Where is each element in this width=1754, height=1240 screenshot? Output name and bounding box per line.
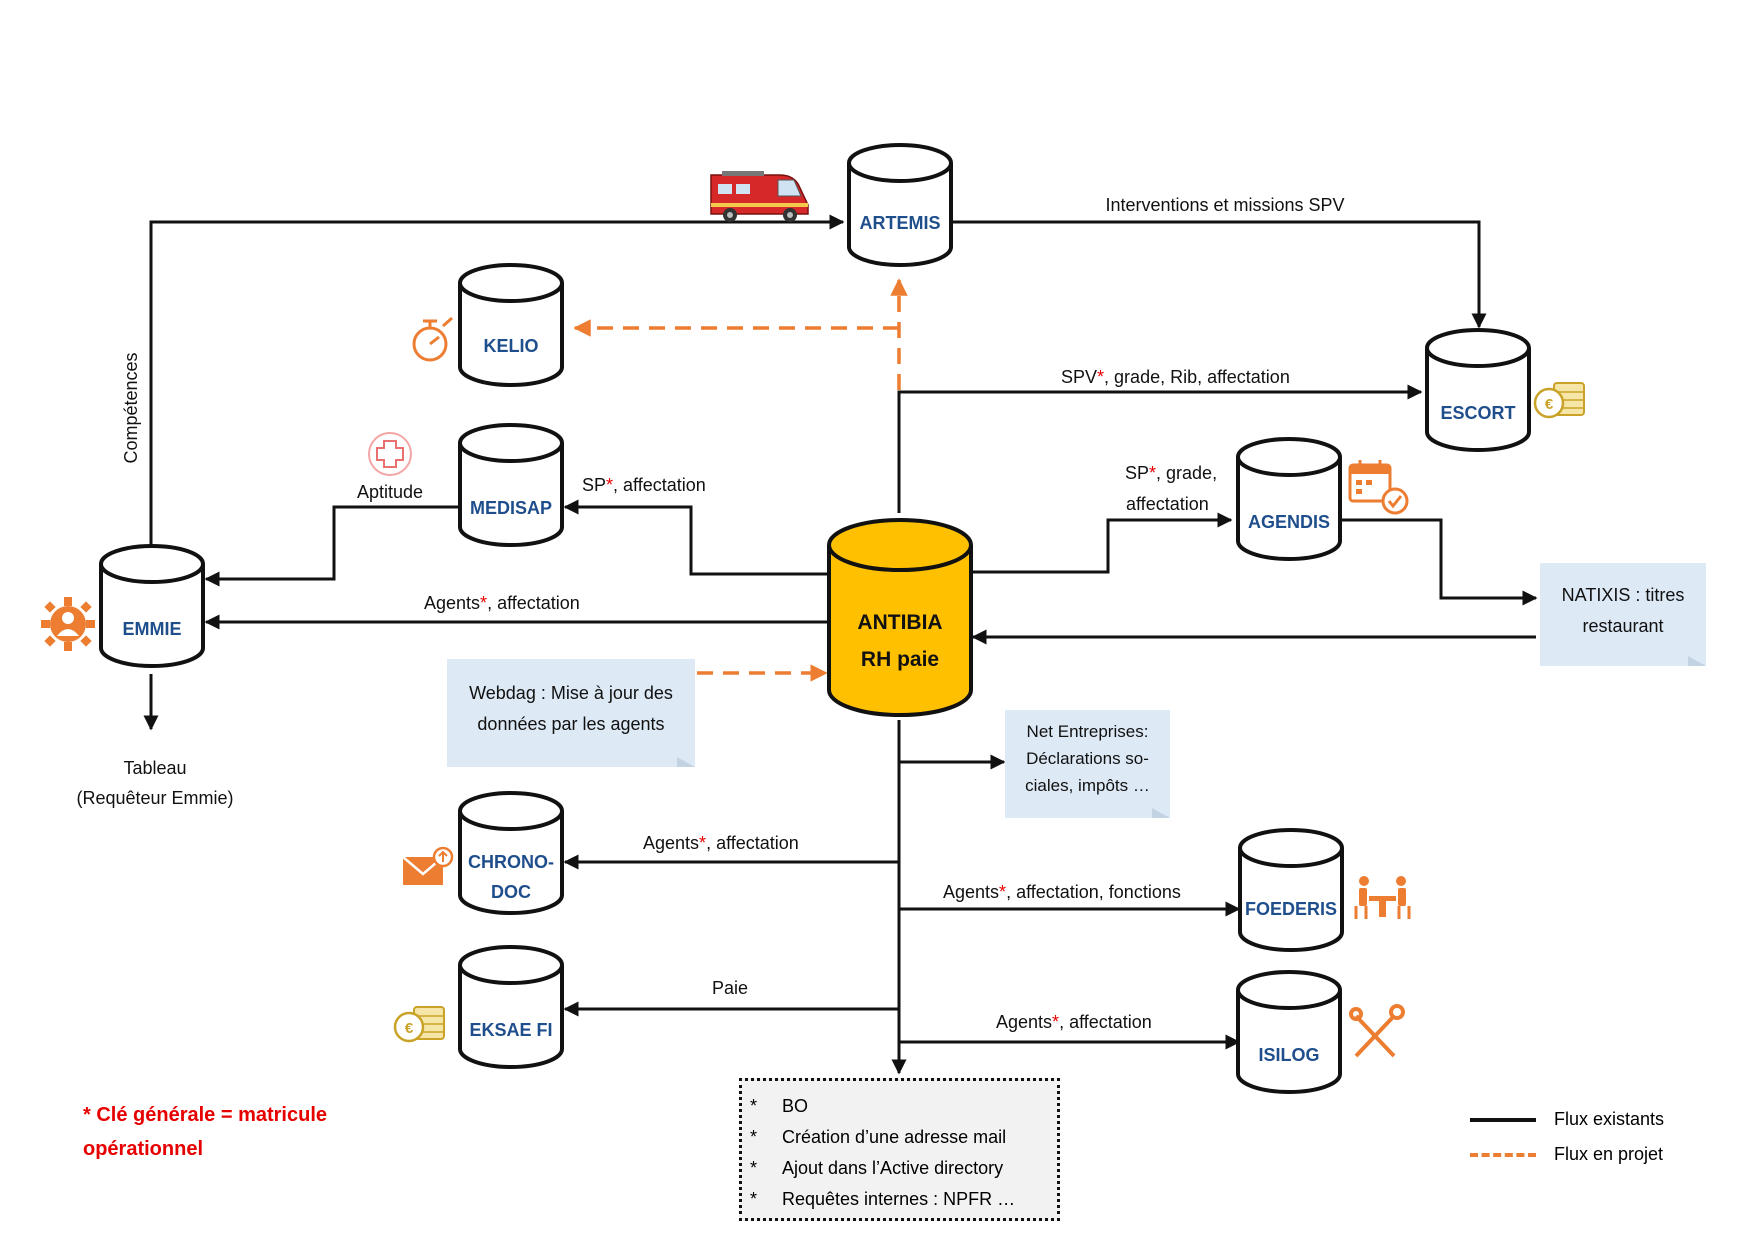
db-emmie[interactable]: EMMIE bbox=[99, 544, 205, 668]
note-natixis-line2: restaurant bbox=[1582, 616, 1664, 636]
label-sp-grade-line2: affectation bbox=[1126, 494, 1209, 514]
note-natixis: NATIXIS : titres restaurant bbox=[1540, 563, 1706, 666]
db-medisap[interactable]: MEDISAP bbox=[458, 423, 564, 547]
label-competences: Compétences bbox=[121, 352, 141, 463]
legend-existing-label: Flux existants bbox=[1554, 1109, 1665, 1129]
db-eksae-label: EKSAE FI bbox=[469, 1020, 552, 1040]
flow-emmie-artemis bbox=[149, 214, 845, 546]
svg-text:€: € bbox=[405, 1020, 414, 1037]
legend-dashed-swatch bbox=[1470, 1152, 1536, 1157]
note-netent-line3: ciales, impôts … bbox=[1025, 776, 1150, 795]
label-sp-affectation: SP*, affectation bbox=[582, 475, 706, 495]
db-agendis-label: AGENDIS bbox=[1248, 512, 1330, 532]
tools-icon bbox=[1349, 1004, 1405, 1058]
envelope-upload-icon bbox=[402, 846, 454, 885]
tableau-line1: Tableau bbox=[123, 758, 187, 778]
tableau-line2: (Requêteur Emmie) bbox=[76, 788, 234, 808]
key-note-line2: opérationnel bbox=[83, 1138, 204, 1160]
db-agendis[interactable]: AGENDIS bbox=[1236, 437, 1342, 561]
bo-item: *Ajout dans l’Active directory bbox=[750, 1158, 1004, 1178]
fire-truck-icon bbox=[710, 171, 809, 222]
flow-antibia-medisap bbox=[563, 499, 827, 576]
note-webdag: Webdag : Mise à jour des données par les… bbox=[447, 659, 695, 767]
flow-medisap-emmie bbox=[204, 505, 458, 587]
medical-cross-icon bbox=[368, 432, 412, 476]
db-escort[interactable]: ESCORT bbox=[1425, 328, 1531, 452]
db-antibia-label-line2: RH paie bbox=[861, 648, 939, 671]
legend-existing: Flux existants bbox=[1470, 1102, 1664, 1137]
label-agents-emmie: Agents*, affectation bbox=[424, 593, 580, 613]
tableau-label: Tableau (Requêteur Emmie) bbox=[55, 753, 255, 813]
legend-solid-swatch bbox=[1470, 1117, 1536, 1122]
db-isilog-label: ISILOG bbox=[1258, 1045, 1319, 1065]
coins-icon: € bbox=[1533, 382, 1585, 419]
existing-flows bbox=[143, 214, 1538, 1075]
stopwatch-icon bbox=[412, 316, 453, 362]
label-aptitude: Aptitude bbox=[357, 482, 423, 502]
db-medisap-label: MEDISAP bbox=[470, 498, 552, 518]
calendar-check-icon bbox=[1348, 460, 1409, 515]
db-kelio[interactable]: KELIO bbox=[458, 263, 564, 387]
legend-planned-label: Flux en projet bbox=[1554, 1144, 1664, 1164]
label-interventions: Interventions et missions SPV bbox=[1105, 195, 1344, 215]
flow-antibia-agendis bbox=[970, 512, 1233, 574]
key-note-line1: * Clé générale = matricule bbox=[83, 1104, 328, 1126]
db-artemis-label: ARTEMIS bbox=[860, 213, 941, 233]
key-note: * Clé générale = matricule opérationnel bbox=[83, 1098, 327, 1166]
label-sp-grade: SP*, grade, bbox=[1125, 463, 1217, 483]
db-emmie-label: EMMIE bbox=[122, 619, 181, 639]
note-netent-line2: Déclarations so- bbox=[1026, 749, 1149, 768]
note-netent-line1: Net Entreprises: bbox=[1026, 722, 1149, 741]
planned-flows bbox=[573, 278, 908, 682]
coins-icon: € bbox=[393, 1006, 445, 1043]
label-spv-grade-rib: SPV*, grade, Rib, affectation bbox=[1061, 367, 1290, 387]
note-natixis-line1: NATIXIS : titres bbox=[1561, 585, 1685, 605]
db-chronodoc-label-line2: DOC bbox=[491, 882, 531, 902]
bo-item: *Requêtes internes : NPFR … bbox=[750, 1189, 1016, 1209]
db-eksae[interactable]: EKSAE FI bbox=[458, 945, 564, 1069]
settings-person-icon bbox=[41, 597, 95, 651]
note-webdag-line2: données par les agents bbox=[477, 714, 665, 734]
db-escort-label: ESCORT bbox=[1440, 403, 1515, 423]
bo-item: *Création d’une adresse mail bbox=[750, 1127, 1007, 1147]
legend: Flux existants Flux en projet bbox=[1470, 1102, 1664, 1172]
db-chronodoc-label-line1: CHRONO- bbox=[468, 852, 554, 872]
flow-agendis-natixis bbox=[1342, 518, 1538, 606]
svg-text:€: € bbox=[1545, 396, 1554, 413]
legend-planned: Flux en projet bbox=[1470, 1137, 1664, 1172]
db-antibia-label-line1: ANTIBIA bbox=[857, 611, 942, 634]
db-isilog[interactable]: ISILOG bbox=[1236, 970, 1342, 1094]
note-net-entreprises: Net Entreprises: Déclarations so- ciales… bbox=[1005, 710, 1170, 818]
db-antibia[interactable]: ANTIBIA RH paie bbox=[827, 518, 973, 717]
label-agents-chronodoc: Agents*, affectation bbox=[643, 833, 799, 853]
db-kelio-label: KELIO bbox=[483, 336, 538, 356]
db-chronodoc[interactable]: CHRONO- DOC bbox=[458, 791, 564, 915]
db-foederis-label: FOEDERIS bbox=[1245, 899, 1337, 919]
label-paie: Paie bbox=[712, 978, 748, 998]
label-agents-foederis: Agents*, affectation, fonctions bbox=[943, 882, 1181, 902]
flow-artemis-escort bbox=[950, 220, 1487, 329]
flow-antibia-escort bbox=[897, 384, 1423, 513]
meeting-icon bbox=[1354, 876, 1411, 919]
bo-item: *BO bbox=[750, 1096, 809, 1116]
note-webdag-line1: Webdag : Mise à jour des bbox=[469, 683, 673, 703]
label-agents-isilog: Agents*, affectation bbox=[996, 1012, 1152, 1032]
db-artemis[interactable]: ARTEMIS bbox=[847, 143, 953, 267]
db-foederis[interactable]: FOEDERIS bbox=[1238, 828, 1344, 952]
bo-actions-box: *BO *Création d’une adresse mail *Ajout … bbox=[739, 1078, 1060, 1221]
